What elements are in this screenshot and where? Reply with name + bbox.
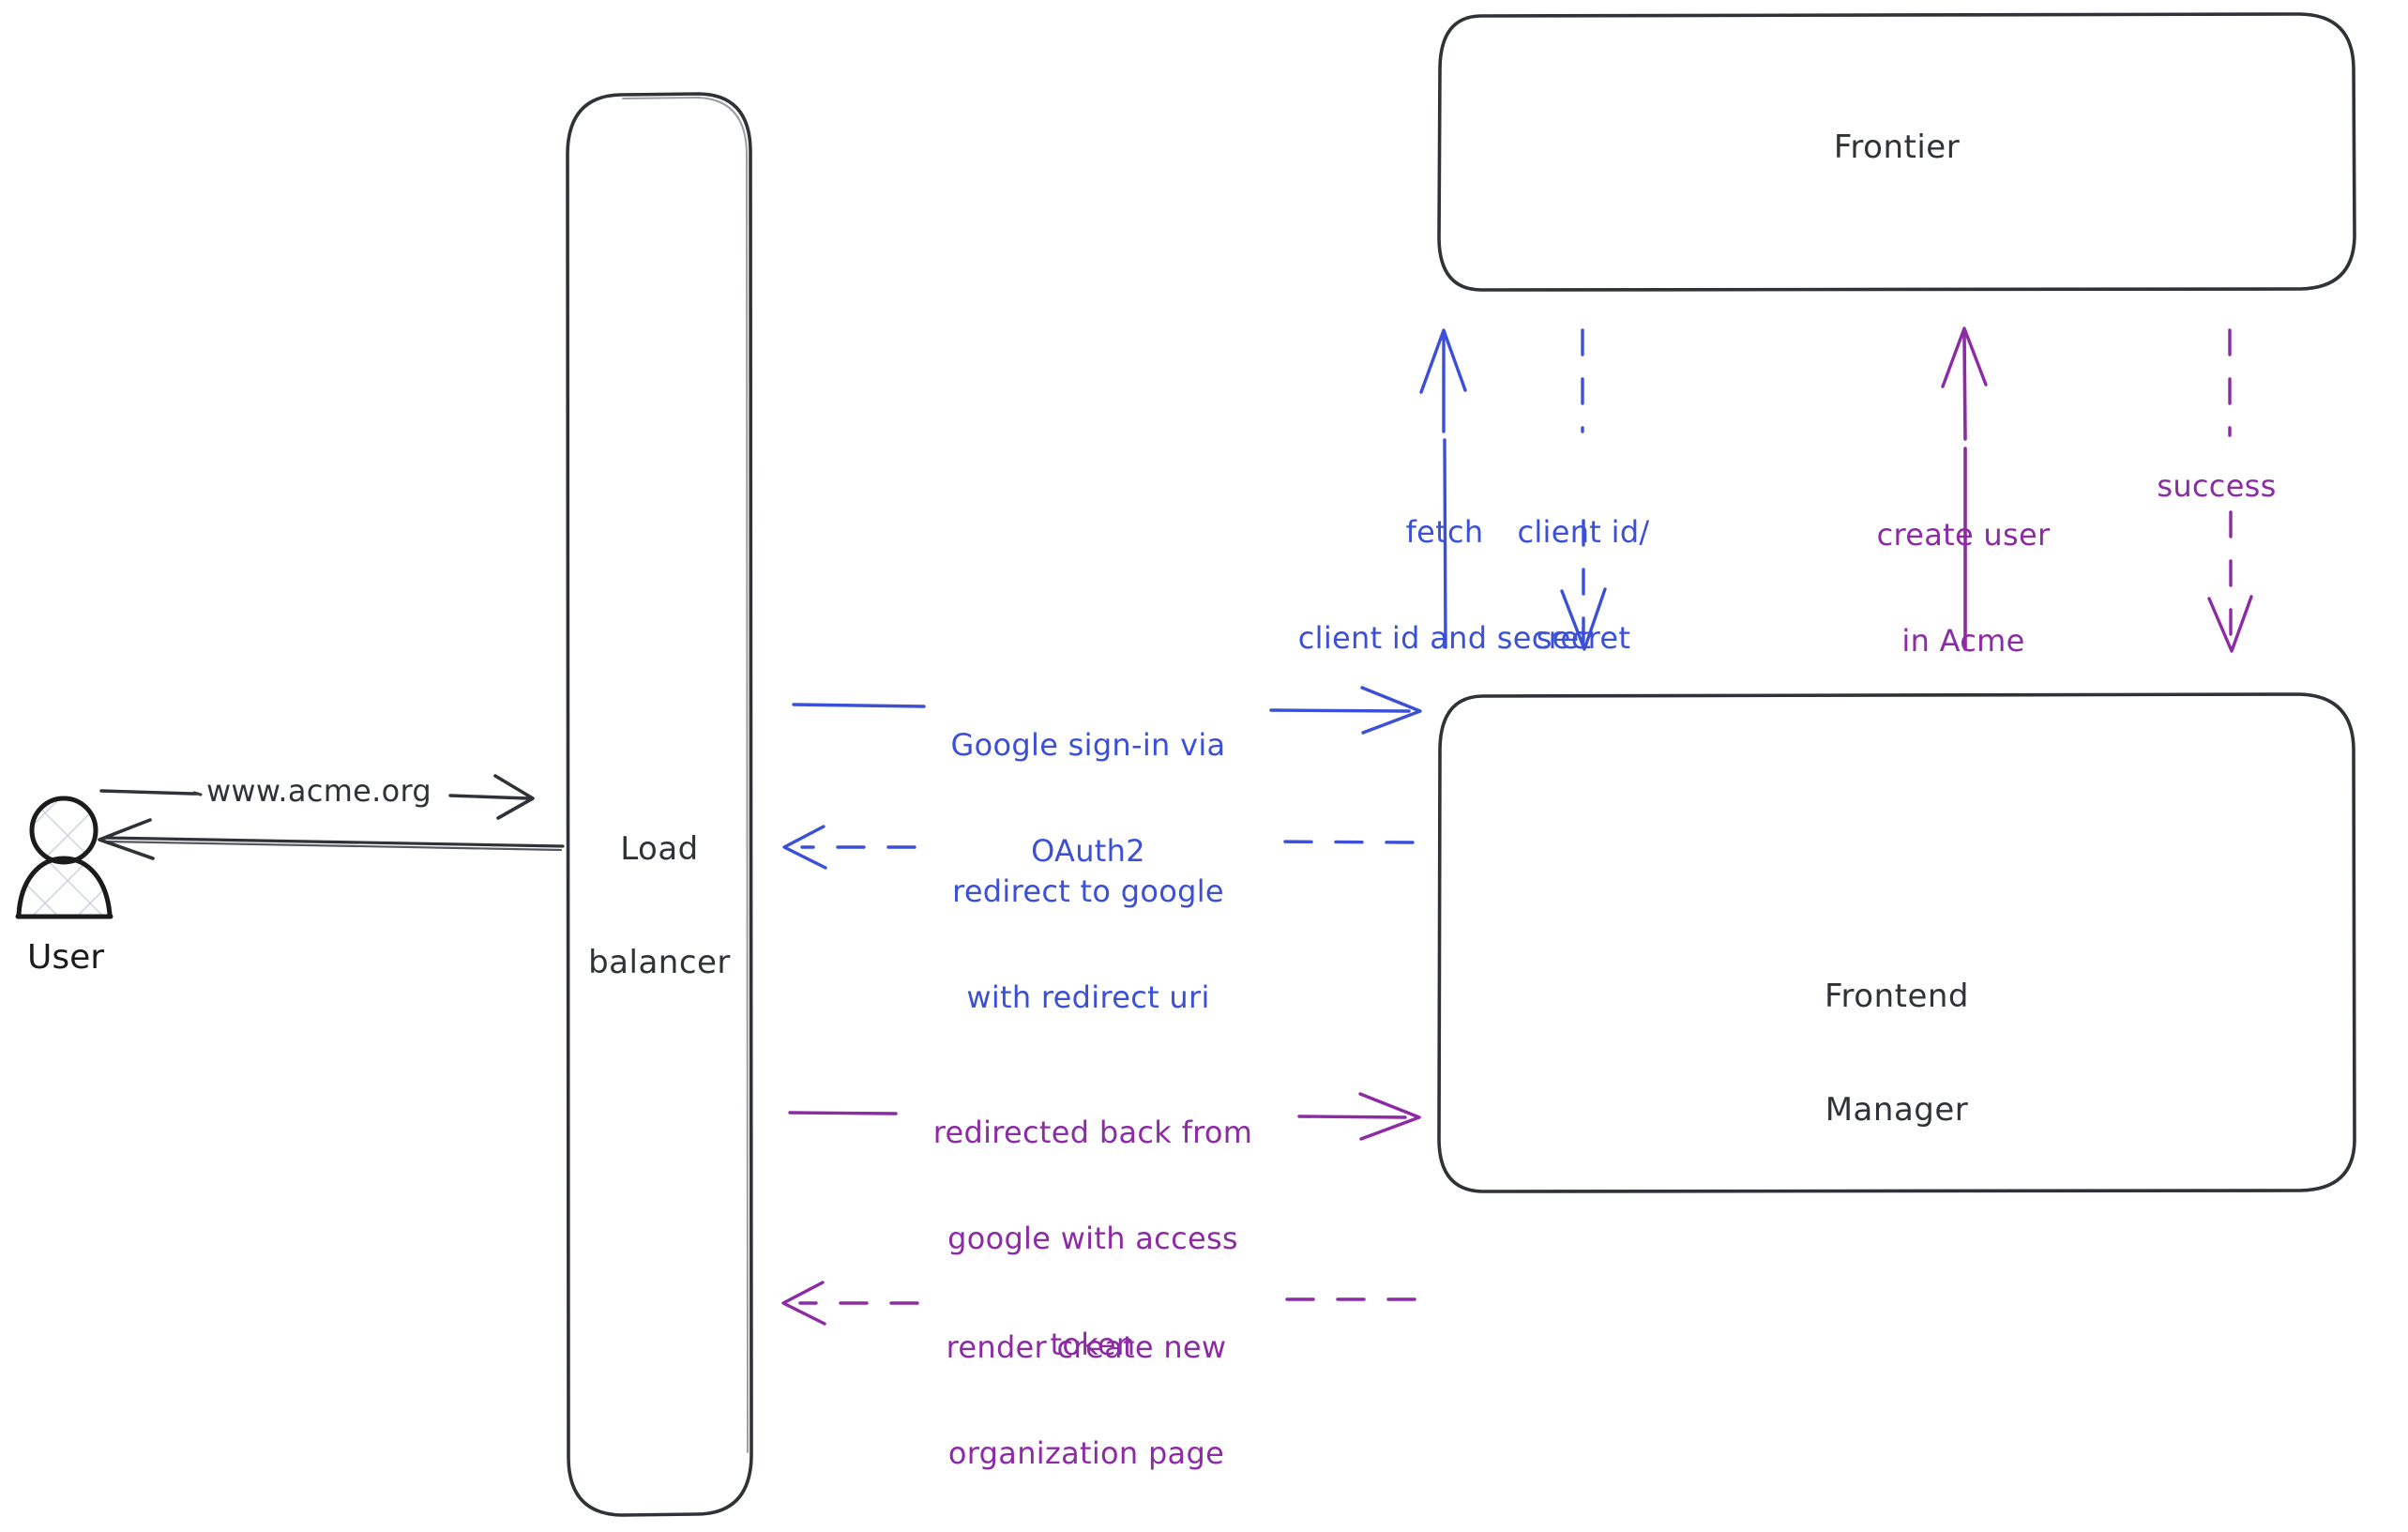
- edge-lb-to-fm-token[interactable]: [788, 1092, 1421, 1141]
- arrowhead-left-icon: [782, 825, 827, 870]
- arrowhead-right-icon: [1360, 686, 1422, 735]
- edge-user-to-lb[interactable]: [99, 774, 535, 820]
- arrowhead-right-icon: [1358, 1092, 1421, 1141]
- node-load-balancer[interactable]: [566, 92, 753, 1517]
- person-head-icon: [29, 796, 98, 865]
- edge-fm-to-lb-redirect[interactable]: [782, 825, 1415, 870]
- actor-user[interactable]: [15, 796, 114, 919]
- arrowhead-right-icon: [493, 774, 535, 820]
- edge-fm-to-frontier-fetch[interactable]: [1419, 328, 1467, 649]
- arrowhead-down-icon: [2207, 595, 2253, 653]
- edge-frontier-to-fm-creds[interactable]: [1560, 328, 1607, 651]
- person-body-icon: [15, 856, 114, 919]
- arrowhead-down-icon: [1560, 587, 1607, 651]
- arrowhead-up-icon: [1941, 326, 1988, 388]
- edge-frontier-to-fm-success[interactable]: [2207, 328, 2253, 653]
- node-frontier[interactable]: [1437, 12, 2356, 292]
- node-frontend-manager[interactable]: [1437, 692, 2356, 1193]
- arrowhead-left-icon: [98, 818, 155, 860]
- edge-lb-to-fm-signin[interactable]: [792, 686, 1422, 735]
- edge-fm-to-frontier-create[interactable]: [1941, 326, 1988, 651]
- edge-lb-to-user[interactable]: [98, 818, 565, 860]
- edge-fm-to-lb-render[interactable]: [781, 1281, 1416, 1326]
- arrowhead-up-icon: [1419, 328, 1467, 394]
- arrowhead-left-icon: [781, 1281, 826, 1326]
